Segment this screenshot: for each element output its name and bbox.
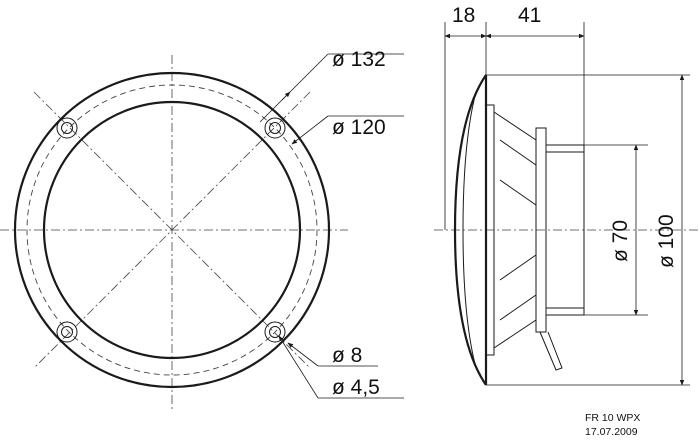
diagonal-centerline-b <box>33 91 311 369</box>
frame-outer-circle <box>13 71 331 389</box>
mounting-hole-bottom-left <box>56 321 78 343</box>
date-label: 17.07.2009 <box>585 426 638 438</box>
mounting-hole-top-left <box>56 117 78 139</box>
cone-front-curve <box>453 74 487 386</box>
mounting-hole-bottom-right <box>264 321 286 343</box>
terminal-tab <box>539 331 563 371</box>
flange-plate <box>485 104 495 356</box>
basket-outline <box>493 111 537 349</box>
dim-label-front-depth: 18 <box>452 4 475 27</box>
opening-circle <box>42 100 302 360</box>
basket-struts <box>499 139 537 321</box>
mounting-hole-top-right <box>264 117 286 139</box>
front-view: ø 132 ø 120 ø 8 ø 4,5 <box>0 48 404 412</box>
leader-hole-inner <box>278 335 404 399</box>
title-block: FR 10 WPX 17.07.2009 <box>585 412 640 438</box>
leader-mounting-diameter <box>291 115 404 145</box>
cone-inner-curve <box>462 91 477 369</box>
leader-hole-outer <box>287 342 378 367</box>
dim-label-outer: ø 132 <box>332 48 386 71</box>
leader-outer-diameter <box>259 53 404 123</box>
dim-label-rear-depth: 41 <box>518 4 541 27</box>
magnet-body <box>545 144 585 316</box>
dim-label-hole-inner: ø 4,5 <box>332 376 380 399</box>
model-label: FR 10 WPX <box>585 412 640 424</box>
side-view: 18 41 ø 70 ø 100 <box>434 4 700 386</box>
basket-inner-struts <box>499 179 537 281</box>
dim-label-mounting: ø 120 <box>332 116 386 139</box>
dim-label-hole-outer: ø 8 <box>332 344 362 367</box>
mounting-hole-circle <box>26 84 318 376</box>
dim-label-cone: ø 100 <box>655 214 678 268</box>
dim-label-magnet: ø 70 <box>609 220 632 262</box>
